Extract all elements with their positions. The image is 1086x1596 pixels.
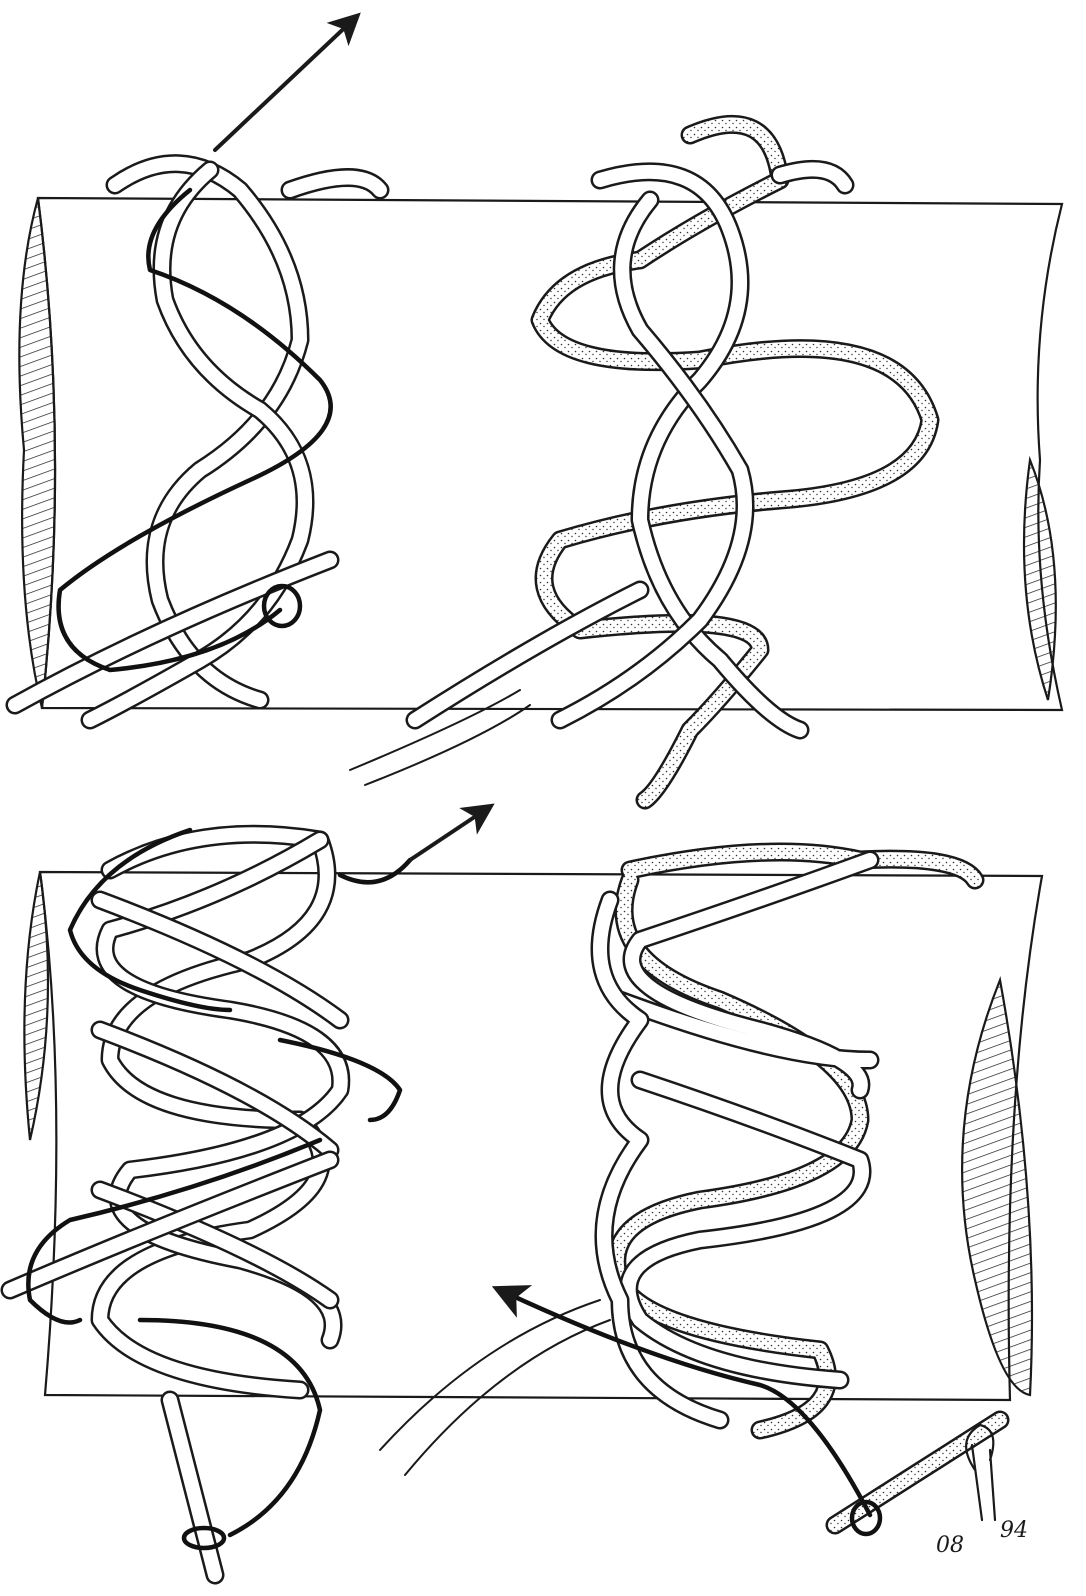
bottom-panel xyxy=(10,808,1042,1575)
signature-date-left: 08 xyxy=(936,1533,964,1558)
signature-date-right: 94 xyxy=(1000,1518,1028,1543)
arrow-icon xyxy=(215,18,355,150)
pole-end-left-bottom xyxy=(24,872,48,1140)
top-panel xyxy=(15,18,1062,800)
arrow-icon xyxy=(410,808,488,860)
